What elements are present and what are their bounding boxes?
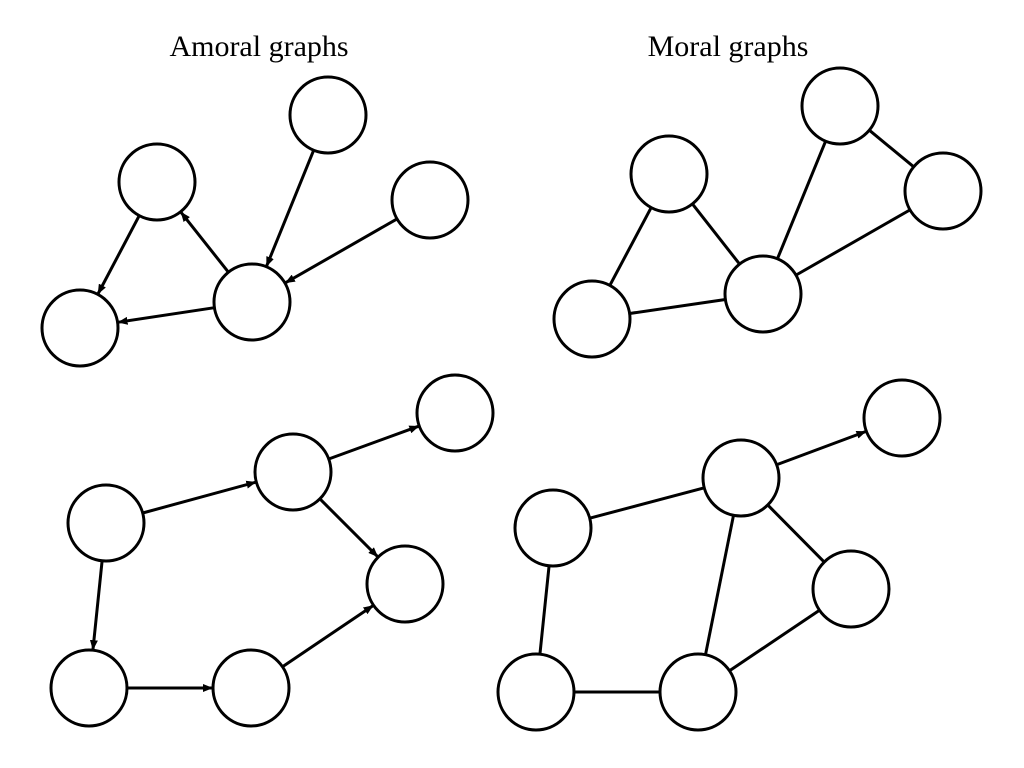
graph-node-moral-top-c [629, 134, 709, 214]
graph-node-amoral-top-e [212, 262, 292, 342]
directed-edge-amoral-top-e-b [180, 211, 230, 274]
graph-node-amoral-bottom-l [211, 648, 291, 728]
directed-edge-amoral-top-d-e [284, 217, 398, 284]
graph-node-amoral-top-c [40, 288, 120, 368]
directed-edge-amoral-bottom-h-i [328, 424, 420, 461]
directed-edge-amoral-top-a-e [265, 149, 316, 267]
graph-node-moral-bottom-g [513, 488, 593, 568]
directed-edge-amoral-bottom-l-j [281, 604, 374, 668]
directed-edge-moral-bottom-h-i [776, 430, 867, 467]
graph-node-moral-top-e [723, 254, 803, 334]
graph-node-amoral-top-d [390, 160, 470, 240]
undirected-edge-moral-top-a-b [868, 129, 915, 168]
nodes-layer [40, 66, 983, 732]
undirected-edge-moral-bottom-h-l [704, 514, 735, 656]
graph-node-moral-bottom-l [658, 652, 738, 732]
undirected-edge-moral-bottom-h-j [766, 503, 826, 564]
undirected-edge-moral-bottom-l-j [728, 608, 821, 673]
graph-node-moral-bottom-i [862, 378, 942, 458]
graph-node-amoral-bottom-j [365, 544, 445, 624]
graph-node-amoral-top-b [117, 142, 197, 222]
graph-node-moral-top-d [552, 279, 632, 359]
graph-node-amoral-top-a [288, 75, 368, 155]
undirected-edge-moral-top-d-e [629, 298, 726, 315]
graph-node-amoral-bottom-h [253, 432, 333, 512]
directed-edge-amoral-top-e-c [117, 306, 215, 325]
undirected-edge-moral-top-c-e [691, 202, 741, 266]
directed-edge-amoral-bottom-h-j [318, 497, 379, 558]
undirected-edge-moral-bottom-g-k [538, 565, 551, 655]
edges-layer [89, 129, 915, 694]
graph-node-moral-bottom-h [701, 438, 781, 518]
graph-node-moral-bottom-j [811, 549, 891, 629]
title-amoral-graphs: Amoral graphs [169, 30, 348, 63]
graph-node-amoral-bottom-i [415, 373, 495, 453]
directed-edge-amoral-bottom-g-h [142, 480, 257, 515]
graph-node-moral-bottom-k [496, 652, 576, 732]
directed-edge-amoral-top-b-c [96, 214, 141, 295]
undirected-edge-moral-top-b-e [795, 208, 911, 277]
undirected-edge-moral-top-c-d [608, 206, 653, 287]
title-moral-graphs: Moral graphs [648, 30, 809, 63]
undirected-edge-moral-bottom-g-h [589, 486, 705, 520]
graph-node-amoral-bottom-k [49, 648, 129, 728]
undirected-edge-moral-top-a-e [776, 140, 827, 260]
graph-node-moral-top-b [903, 151, 983, 231]
graph-node-amoral-bottom-g [66, 483, 146, 563]
directed-edge-amoral-bottom-g-k [89, 560, 104, 651]
graph-node-moral-top-a [800, 66, 880, 146]
